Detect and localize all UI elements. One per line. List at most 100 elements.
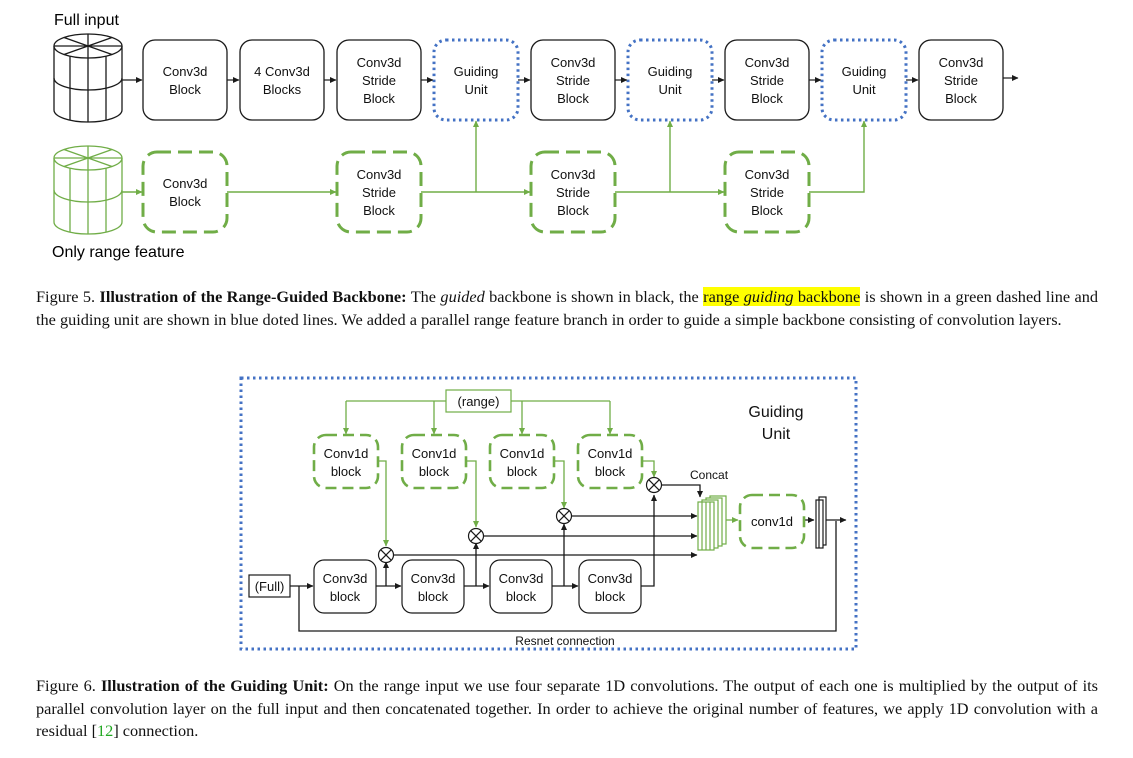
block-label: Guiding [454, 64, 499, 79]
range-stride-block-3 [723, 150, 811, 234]
block-label: Stride [362, 185, 396, 200]
block-label: block [507, 464, 538, 479]
block-label: Conv3d [745, 55, 790, 70]
block-label: Conv3d [357, 55, 402, 70]
block-label: block [331, 464, 362, 479]
caption-text: On the range input we use four separate … [36, 676, 1098, 740]
top-conv3d-block [142, 39, 228, 121]
range-stride-block-2 [529, 150, 617, 234]
block-label: Conv3d [588, 571, 633, 586]
block-label: block [506, 589, 537, 604]
conv1d-block-3 [488, 433, 556, 490]
figure6-diagram: Guiding Unit (range) Conv1d block Conv1d… [239, 376, 858, 651]
figure5-caption: Figure 5. Illustration of the Range-Guid… [36, 286, 1098, 331]
block-label: Unit [464, 82, 488, 97]
top-stride-block-4 [918, 39, 1004, 121]
range-row-arrows [122, 120, 867, 195]
guiding-unit-2 [626, 38, 714, 122]
figure5-diagram: Full input Only range f [52, 12, 1019, 261]
guiding-unit-1 [432, 38, 520, 122]
block-label: Guiding [648, 64, 693, 79]
conv3d-block-1 [313, 559, 377, 614]
full-branch-arrows [290, 484, 847, 632]
block-label: Block [557, 91, 589, 106]
block-label: Conv1d [500, 446, 545, 461]
range-conv3d-block [141, 150, 229, 234]
block-label: Conv3d [499, 571, 544, 586]
block-label: block [330, 589, 361, 604]
block-label: Block [363, 91, 395, 106]
conv3d-block-3 [489, 559, 553, 614]
figure6-caption: Figure 6. Illustration of the Guiding Un… [36, 675, 1098, 743]
range-feature-label: Only range feature [52, 244, 185, 261]
conv1d-output-block [738, 493, 806, 550]
block-label: Conv1d [588, 446, 633, 461]
guiding-unit-title: Guiding [748, 404, 803, 421]
block-label: Stride [556, 185, 590, 200]
block-label: Block [751, 91, 783, 106]
block-label: Stride [750, 185, 784, 200]
block-label: Block [945, 91, 977, 106]
full-input-cylinder-icon [53, 33, 123, 123]
block-label: block [595, 589, 626, 604]
block-label: Stride [944, 73, 978, 88]
guiding-unit-title: Unit [762, 426, 791, 443]
conv1d-output-arrows [378, 460, 657, 547]
conv1d-output-label: conv1d [751, 514, 793, 529]
conv3d-block-2 [401, 559, 465, 614]
top-4conv3d-blocks [239, 39, 325, 121]
block-label: block [418, 589, 449, 604]
conv1d-block-4 [576, 433, 644, 490]
block-label: 4 Conv3d [254, 64, 310, 79]
concat-stack-icon [697, 495, 727, 551]
multiply-node-icon [645, 476, 663, 494]
block-label: Guiding [842, 64, 887, 79]
caption-text: backbone is shown in black, the [489, 287, 699, 306]
block-label: Unit [658, 82, 682, 97]
block-label: Unit [852, 82, 876, 97]
block-label: Conv3d [551, 55, 596, 70]
caption-text: ] connection. [113, 721, 199, 740]
caption-title: Illustration of the Range-Guided Backbon… [99, 287, 407, 306]
block-label: Conv3d [357, 167, 402, 182]
block-label: Conv3d [323, 571, 368, 586]
caption-prefix: Figure 5. [36, 287, 96, 306]
guiding-unit-3 [820, 38, 908, 122]
conv1d-block-2 [400, 433, 468, 490]
citation-link[interactable]: 12 [97, 721, 114, 740]
range-stride-block-1 [335, 150, 423, 234]
output-feature-icon [815, 496, 827, 549]
range-distribution-arrows [343, 400, 613, 435]
block-label: Conv1d [412, 446, 457, 461]
guiding-unit-frame [239, 376, 858, 651]
block-label: Block [169, 194, 201, 209]
block-label: Stride [750, 73, 784, 88]
full-input-label: Full input [54, 12, 119, 29]
block-label: Block [751, 203, 783, 218]
block-label: Conv3d [939, 55, 984, 70]
block-label: Conv3d [163, 176, 208, 191]
block-label: Stride [556, 73, 590, 88]
conv1d-block-1 [312, 433, 380, 490]
block-label: Conv3d [163, 64, 208, 79]
block-label: Conv1d [324, 446, 369, 461]
caption-text: The [410, 287, 437, 306]
block-label: Conv3d [411, 571, 456, 586]
block-label: Block [169, 82, 201, 97]
block-label: block [419, 464, 450, 479]
block-label: Block [363, 203, 395, 218]
caption-title: Illustration of the Guiding Unit: [100, 676, 329, 695]
multiply-node-icon [377, 546, 395, 564]
highlighted-text: range guiding backbone [703, 287, 861, 306]
multiply-node-icon [467, 527, 485, 545]
caption-text: is shown in a green dashed line and the … [36, 287, 1099, 329]
range-input-label: (range) [458, 394, 500, 409]
block-label: block [595, 464, 626, 479]
caption-text: backbone [797, 287, 861, 306]
block-label: Stride [362, 73, 396, 88]
full-input-label: (Full) [255, 579, 285, 594]
top-row-arrows [122, 75, 1019, 83]
conv3d-block-4 [578, 559, 642, 614]
range-input-cylinder-icon [53, 145, 123, 235]
